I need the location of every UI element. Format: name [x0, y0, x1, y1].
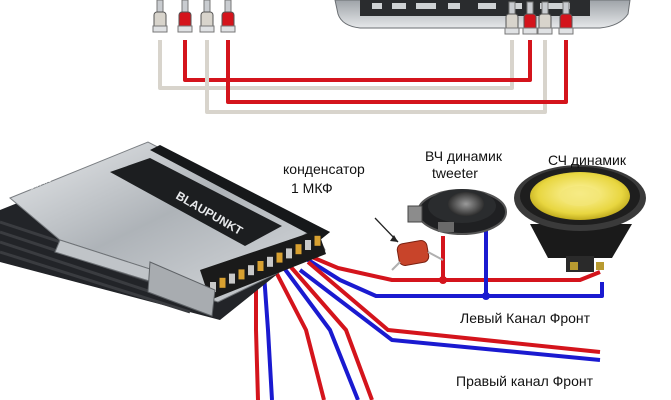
speaker-wires [254, 228, 604, 400]
head-unit [334, 0, 631, 29]
left-front-channel-label: Левый Канал Фронт [460, 310, 591, 326]
rca-plug-icon [199, 0, 215, 33]
midrange-label: СЧ динамик [548, 152, 626, 168]
amplifier-terminal [314, 235, 321, 246]
amplifier-terminal [295, 244, 302, 255]
amplifier-terminal [286, 248, 292, 259]
rca-plug-icon [220, 0, 236, 33]
rca-plug-icon [537, 1, 553, 35]
right-front-channel-label: Правый канал Фронт [456, 373, 593, 389]
amplifier-terminal [276, 252, 283, 263]
capacitor-value-label: 1 МКФ [291, 180, 333, 196]
amplifier-terminal [248, 265, 254, 276]
rca-plug-icon [558, 1, 574, 35]
rca-plug-icon [504, 1, 520, 35]
capacitor-icon [374, 217, 444, 271]
junction-dot [439, 276, 447, 284]
amplifier-terminal [257, 261, 264, 271]
amplifier-icon: BLAUPUNKT GTA 470 [0, 141, 330, 320]
rca-plug-icon [522, 1, 538, 35]
amplifier-terminal [238, 269, 245, 280]
tweeter-speaker-icon [407, 189, 507, 235]
amplifier-terminal [210, 282, 216, 292]
tweeter-label: tweeter [432, 165, 478, 181]
amplifier-terminal [229, 273, 235, 284]
capacitor-label: конденсатор [283, 161, 365, 177]
junction-dot [482, 292, 490, 300]
amplifier-terminal [219, 277, 226, 288]
amplifier-terminal [267, 256, 273, 267]
amplifier-terminal [305, 240, 311, 250]
rca-plug-icon [177, 0, 193, 33]
rca-plug-icon [152, 0, 168, 33]
tweeter-title-label: ВЧ динамик [425, 148, 503, 164]
midrange-speaker-icon [514, 165, 646, 272]
rca-cables [158, 40, 568, 114]
